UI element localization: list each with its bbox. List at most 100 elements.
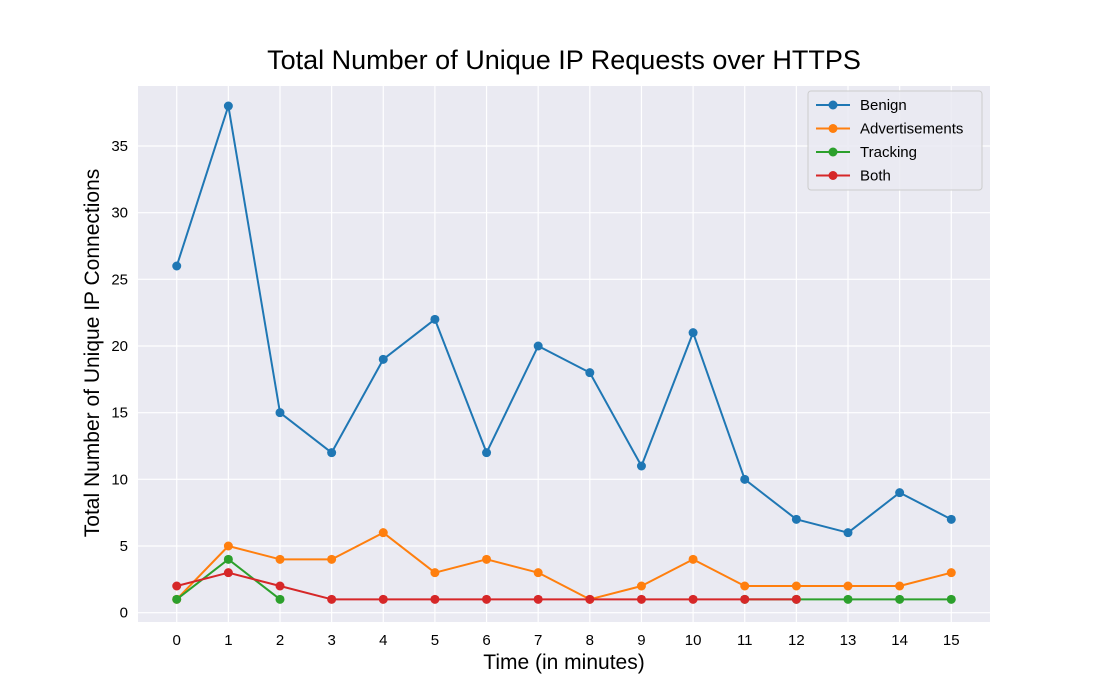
legend-marker: [828, 124, 838, 133]
legend-item-both: Both: [816, 168, 891, 185]
x-tick-label: 5: [431, 632, 439, 649]
data-point-both: [223, 568, 233, 578]
data-point-both: [172, 581, 182, 591]
x-tick-label: 3: [327, 632, 335, 649]
x-tick-label: 7: [534, 632, 542, 649]
y-tick-label: 5: [120, 538, 128, 555]
y-tick-label: 15: [111, 405, 128, 422]
x-tick-label: 12: [788, 632, 805, 649]
series-line-advertisements: [176, 531, 952, 601]
data-point-advertisements: [275, 554, 285, 564]
x-tick-label: 8: [586, 632, 594, 649]
x-tick-label: 11: [737, 632, 753, 649]
data-point-advertisements: [843, 581, 853, 591]
legend-item-benign: Benign: [816, 97, 907, 114]
legend-item-tracking: Tracking: [816, 144, 917, 161]
data-point-tracking: [946, 594, 956, 604]
x-tick-label: 2: [276, 632, 284, 649]
legend-label: Tracking: [860, 144, 917, 161]
data-point-benign: [482, 448, 492, 458]
x-tick-label: 9: [637, 632, 645, 649]
data-point-tracking: [172, 594, 182, 604]
data-point-advertisements: [430, 568, 440, 578]
data-point-advertisements: [895, 581, 905, 591]
data-point-benign: [378, 354, 388, 364]
y-axis-ticks: 0 5 10 15 20 25 30 35: [111, 138, 128, 622]
data-point-advertisements: [740, 581, 750, 591]
y-tick-label: 35: [111, 138, 128, 155]
legend-marker: [828, 100, 838, 110]
data-point-benign: [843, 528, 853, 538]
chart-title: Total Number of Unique IP Requests over …: [267, 45, 861, 75]
data-point-both: [482, 594, 492, 604]
data-point-both: [275, 581, 285, 591]
data-point-advertisements: [791, 581, 801, 591]
data-point-both: [378, 594, 388, 604]
data-point-benign: [740, 474, 750, 484]
data-point-tracking: [275, 594, 285, 604]
data-point-benign: [895, 488, 905, 498]
x-axis-label: Time (in minutes): [483, 651, 644, 674]
data-point-benign: [791, 514, 801, 524]
data-point-advertisements: [688, 554, 698, 564]
data-point-benign: [688, 328, 698, 338]
data-point-advertisements: [946, 568, 956, 578]
data-point-benign: [946, 514, 956, 524]
y-tick-label: 10: [111, 471, 128, 488]
data-point-benign: [275, 408, 285, 418]
x-tick-label: 0: [173, 632, 181, 649]
data-point-tracking: [843, 594, 853, 604]
data-point-both: [533, 594, 543, 604]
data-point-benign: [636, 461, 646, 471]
data-point-advertisements: [482, 554, 492, 564]
x-tick-label: 1: [224, 632, 232, 649]
data-point-both: [791, 594, 801, 604]
series-line-benign: [175, 105, 952, 534]
data-point-advertisements: [533, 568, 543, 578]
legend-label: Both: [860, 168, 891, 185]
series-both: [172, 568, 801, 604]
y-tick-label: 25: [111, 271, 128, 288]
x-tick-label: 6: [482, 632, 490, 649]
y-axis-label: Total Number of Unique IP Connections: [81, 169, 104, 537]
y-tick-label: 20: [111, 338, 128, 355]
legend-label: Advertisements: [860, 121, 963, 138]
x-tick-label: 4: [379, 632, 387, 649]
data-point-benign: [533, 341, 543, 351]
legend-marker: [828, 171, 838, 180]
data-point-tracking: [223, 554, 233, 564]
data-point-benign: [327, 448, 337, 458]
series-benign: [172, 101, 956, 538]
legend-item-advertisements: Advertisements: [816, 121, 963, 138]
legend-label: Benign: [860, 97, 907, 114]
data-point-advertisements: [636, 581, 646, 591]
data-point-both: [585, 594, 595, 604]
y-tick-label: 30: [111, 205, 128, 222]
series-layer: [172, 101, 956, 604]
data-point-benign: [430, 314, 440, 324]
x-tick-label: 10: [685, 632, 702, 649]
y-tick-label: 0: [120, 605, 128, 622]
data-point-benign: [172, 261, 182, 271]
x-tick-label: 14: [891, 632, 908, 649]
x-tick-label: 13: [840, 632, 857, 649]
data-point-both: [327, 594, 337, 604]
legend-marker: [828, 147, 838, 157]
data-point-both: [688, 594, 698, 604]
data-point-benign: [223, 101, 233, 111]
data-point-both: [430, 594, 440, 604]
data-point-advertisements: [223, 541, 233, 551]
legend-box: [807, 90, 983, 191]
data-point-tracking: [895, 594, 905, 604]
x-tick-label: 15: [943, 632, 960, 649]
data-point-both: [636, 594, 646, 604]
data-point-both: [740, 594, 750, 604]
data-point-advertisements: [378, 528, 388, 538]
data-point-advertisements: [327, 554, 337, 564]
data-point-benign: [585, 368, 595, 378]
grid-lines: [138, 86, 990, 622]
